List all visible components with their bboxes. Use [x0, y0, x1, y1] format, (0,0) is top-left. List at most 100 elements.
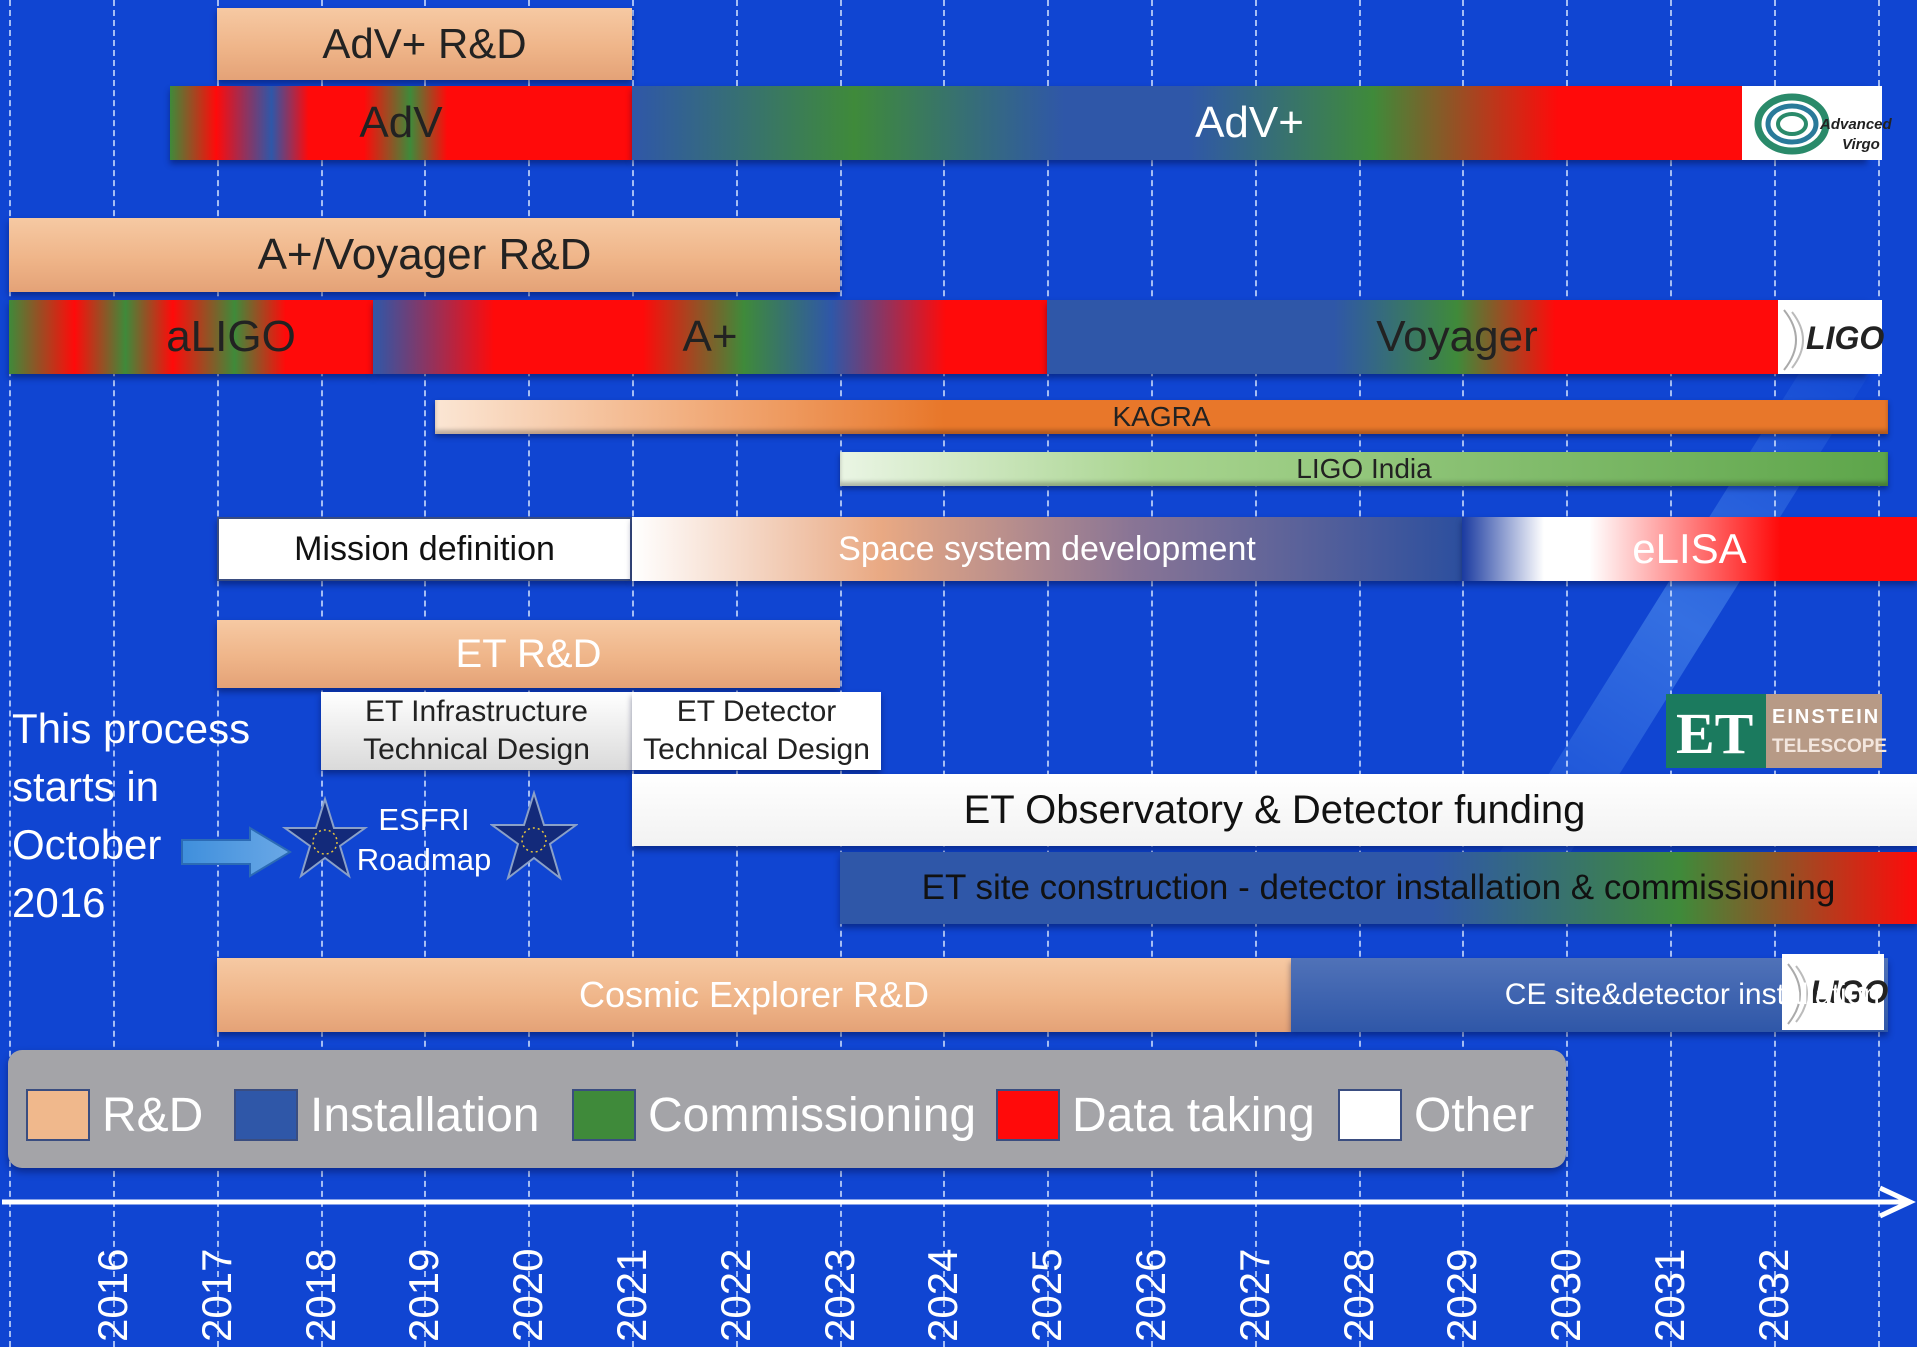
x-tick-label: 2025 [1023, 1248, 1070, 1342]
gridline-2033 [1878, 0, 1880, 1347]
legend-item: Installation [234, 1086, 539, 1144]
gantt-bar-label: A+/Voyager R&D [257, 230, 592, 279]
legend-item: R&D [26, 1086, 203, 1144]
x-tick-label: 2031 [1646, 1248, 1693, 1342]
gantt-bar: ET Detector Technical Design [632, 692, 881, 770]
gridline-2024 [943, 0, 945, 1347]
gantt-bar-label: Mission definition [294, 529, 555, 568]
gantt-bar: ET Observatory & Detector funding [632, 774, 1917, 846]
process-start-annotation: This process starts in October 2016 [12, 705, 251, 926]
legend-label: Other [1414, 1088, 1535, 1142]
virgo-logo-line2: Virgo [1842, 136, 1880, 153]
gantt-bar-label: ET Detector Technical Design [643, 695, 870, 766]
gantt-bar: AdV+ [632, 86, 1867, 160]
gridline-2026 [1151, 0, 1153, 1347]
legend-swatch [572, 1089, 636, 1141]
gantt-bar: Mission definition [217, 517, 632, 581]
gantt-bar: eLISA [1462, 517, 1917, 581]
ligo-arc-icon [1783, 309, 1804, 371]
et-logo-letters: ET [1676, 701, 1754, 766]
gantt-bar: ET Infrastructure Technical Design [321, 692, 632, 770]
gantt-bar: A+/Voyager R&D [9, 218, 840, 292]
x-tick-label: 2021 [608, 1248, 655, 1342]
x-tick-label: 2017 [193, 1248, 240, 1342]
legend-swatch [1338, 1089, 1402, 1141]
gantt-bar: AdV+ R&D [217, 8, 632, 80]
gantt-bar: A+ [373, 300, 1047, 374]
x-tick-label: 2024 [919, 1248, 966, 1342]
gantt-bar-label: AdV+ [1195, 98, 1304, 147]
legend: R&D Installation Commissioning Data taking O… [8, 1050, 1566, 1168]
gantt-bar: AdV [170, 86, 632, 160]
legend-swatch [26, 1089, 90, 1141]
ligo-logo-text-bottom: LIGO [1810, 974, 1889, 1010]
gantt-bar: Voyager [1047, 300, 1867, 374]
gantt-bar-label: Cosmic Explorer R&D [578, 974, 930, 1015]
x-tick-label: 2029 [1438, 1248, 1485, 1342]
x-tick-label: 2026 [1127, 1248, 1174, 1342]
gridline-2029 [1462, 0, 1464, 1347]
legend-swatch [234, 1089, 298, 1141]
ligo-arc-icon [1787, 963, 1808, 1025]
legend-label: Installation [310, 1088, 540, 1142]
ligo-logo-bottom: LIGO [1782, 954, 1888, 1030]
gantt-bar-label: ET Observatory & Detector funding [963, 787, 1586, 832]
x-tick-label: 2019 [400, 1248, 447, 1342]
gantt-bar-label: ET R&D [455, 631, 602, 676]
legend-label: R&D [102, 1088, 204, 1142]
gridline-2031 [1670, 0, 1672, 1347]
advanced-virgo-logo: Advanced Virgo [1742, 86, 1892, 160]
legend-swatch [996, 1089, 1060, 1141]
x-tick-label: 2030 [1542, 1248, 1589, 1342]
legend-item: Commissioning [572, 1086, 976, 1144]
gantt-bar-label: eLISA [1632, 525, 1747, 572]
gridline-2016 [113, 0, 115, 1347]
legend-item: Other [1338, 1086, 1534, 1144]
gridline-2030 [1566, 0, 1568, 1347]
legend-item: Data taking [996, 1086, 1315, 1144]
gantt-bar: Cosmic Explorer R&D [217, 958, 1291, 1032]
x-tick-label: 2020 [504, 1248, 551, 1342]
gridline-2028 [1359, 0, 1361, 1347]
gridline-2015 [9, 0, 11, 1347]
gantt-bar-label: CE site&detector installation [1504, 978, 1880, 1011]
virgo-rings-icon [1754, 93, 1830, 155]
esfri-star-left-icon [282, 796, 368, 879]
gantt-bar-label: ET site construction - detector installa… [921, 868, 1836, 907]
process-arrow-icon [181, 826, 292, 878]
gantt-bar: ET R&D [217, 620, 840, 688]
virgo-logo-line1: Advanced [1820, 116, 1892, 133]
gridline-2027 [1255, 0, 1257, 1347]
gantt-bar-label: Voyager [1376, 312, 1538, 361]
et-logo: ET EINSTEIN TELESCOPE [1666, 694, 1887, 768]
et-logo-name2: TELESCOPE [1772, 736, 1888, 757]
gantt-bar-label: AdV+ R&D [322, 20, 527, 67]
x-tick-label: 2018 [297, 1248, 344, 1342]
gridline-2032 [1774, 0, 1776, 1347]
x-tick-label: 2022 [712, 1248, 759, 1342]
et-logo-panel [1766, 694, 1882, 768]
gridline-2025 [1047, 0, 1049, 1347]
gantt-bar-label: ET Infrastructure Technical Design [363, 695, 590, 766]
time-axis-arrow [2, 1185, 1916, 1219]
gantt-bar: KAGRA [435, 400, 1888, 434]
esfri-roadmap-label: ESFRI Roadmap [356, 802, 492, 877]
gantt-bar-label: A+ [682, 312, 738, 361]
legend-label: Data taking [1072, 1088, 1315, 1142]
x-tick-label: 2032 [1750, 1248, 1797, 1342]
x-tick-label: 2028 [1335, 1248, 1382, 1342]
gridline-2023 [840, 0, 842, 1347]
gantt-bar-label: LIGO India [1296, 453, 1432, 484]
x-tick-label: 2023 [816, 1248, 863, 1342]
esfri-star-right-icon [490, 790, 578, 881]
ligo-logo-top: LIGO [1778, 300, 1885, 374]
et-logo-name1: EINSTEIN [1772, 706, 1881, 728]
gantt-bar: ET site construction - detector installa… [840, 852, 1917, 924]
ligo-logo-text-top: LIGO [1806, 320, 1885, 356]
gantt-bar-label: AdV [359, 98, 443, 147]
gantt-bar: LIGO India [840, 452, 1888, 486]
x-tick-label: 2016 [89, 1248, 136, 1342]
gantt-bar-label: KAGRA [1112, 401, 1211, 432]
gantt-bar: aLIGO [9, 300, 373, 374]
